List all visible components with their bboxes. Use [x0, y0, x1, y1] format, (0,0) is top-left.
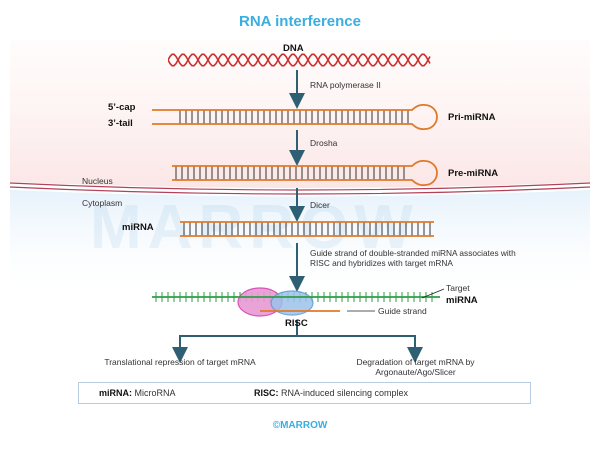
legend-risc-term: RISC:: [254, 388, 279, 398]
pri-mirna-label: Pri-miRNA: [448, 112, 496, 123]
watermark: MARROW: [90, 193, 419, 262]
branch-arrows: [179, 320, 416, 356]
guide-strand-pointer: [347, 310, 375, 312]
guide-strand-note: Guide strand of double-stranded miRNA as…: [310, 248, 516, 268]
target-pointer: [421, 288, 445, 299]
footer-brand: ©MARROW: [272, 420, 328, 431]
pri-mirna-hairpin: [152, 104, 438, 130]
legend-mirna: miRNA: MicroRNA: [99, 388, 176, 398]
outcome-mrna-degradation: Degradation of target mRNA by Argonaute/…: [356, 357, 475, 377]
guide-strand-label: Guide strand: [378, 306, 427, 316]
cytoplasm-region: [10, 190, 590, 300]
outcome-translational-repression: Translational repression of target mRNA: [104, 357, 256, 367]
target-mirna-label: miRNA: [446, 295, 478, 306]
risc-label: RISC: [285, 318, 308, 329]
risc-complex: [152, 287, 440, 317]
mirna-label: miRNA: [122, 222, 154, 233]
legend-risc: RISC: RNA-induced silencing complex: [254, 388, 408, 398]
abbreviation-legend: miRNA: MicroRNA RISC: RNA-induced silenc…: [78, 382, 531, 404]
cytoplasm-label: Cytoplasm: [82, 198, 123, 208]
pre-mirna-hairpin: [172, 160, 438, 186]
three-tail-label: 3’-tail: [108, 118, 133, 129]
legend-mirna-def: MicroRNA: [132, 388, 176, 398]
dna-label: DNA: [283, 43, 304, 54]
five-cap-label: 5’-cap: [108, 102, 136, 113]
pre-mirna-label: Pre-miRNA: [448, 168, 499, 179]
dicer-label: Dicer: [310, 200, 330, 210]
diagram-title: RNA interference: [239, 13, 361, 30]
nuclear-membrane-outer: [9, 182, 591, 191]
nucleus-label: Nucleus: [82, 176, 113, 186]
target-label: Target: [446, 283, 470, 293]
nuclear-membrane-inner: [9, 186, 591, 195]
mirna-duplex: [180, 221, 434, 237]
dna-double-helix: [168, 53, 431, 67]
legend-risc-def: RNA-induced silencing complex: [278, 388, 409, 398]
rna-polymerase-label: RNA polymerase II: [310, 80, 381, 90]
legend-mirna-term: miRNA:: [99, 388, 132, 398]
drosha-label: Drosha: [310, 138, 338, 148]
